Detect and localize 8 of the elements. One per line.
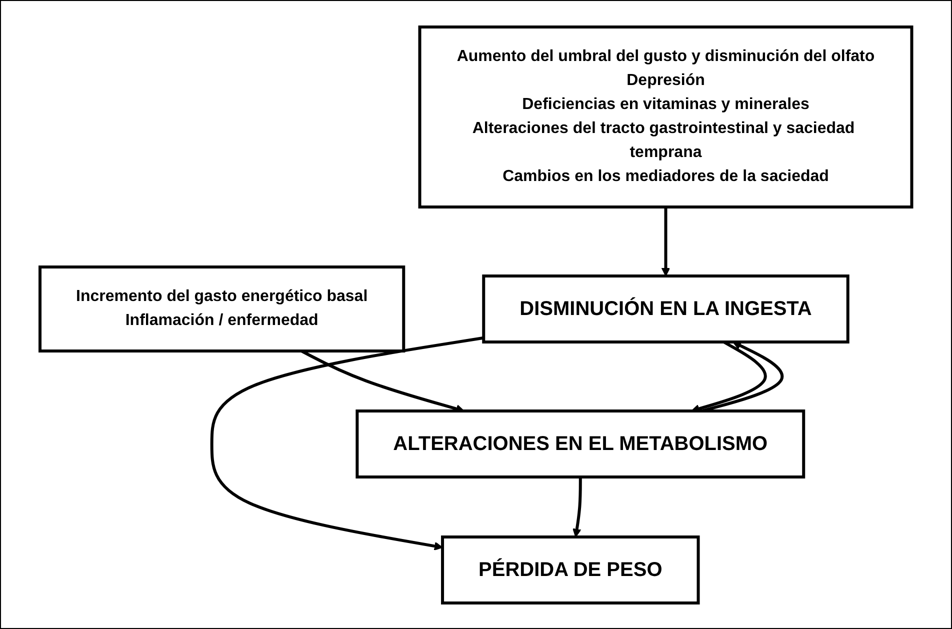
node-box: DISMINUCIÓN EN LA INGESTA	[482, 274, 850, 343]
node-box: Incremento del gasto energético basal Inflamación / enfermedad	[38, 265, 406, 352]
node-box: PÉRDIDA DE PESO	[441, 534, 700, 604]
arrow	[661, 206, 670, 276]
node-box: ALTERACIONES EN EL METABOLISMO	[356, 409, 806, 478]
arrow	[572, 476, 582, 537]
node-box: Aumento del umbral del gusto y disminución del olfato Depresión Deficiencias en vitaminas y minerales Alteraciones del tracto gastrointestinal y saciedad temprana Cambios en los mediadores de la saciedad	[418, 25, 914, 208]
arrow	[210, 336, 484, 550]
